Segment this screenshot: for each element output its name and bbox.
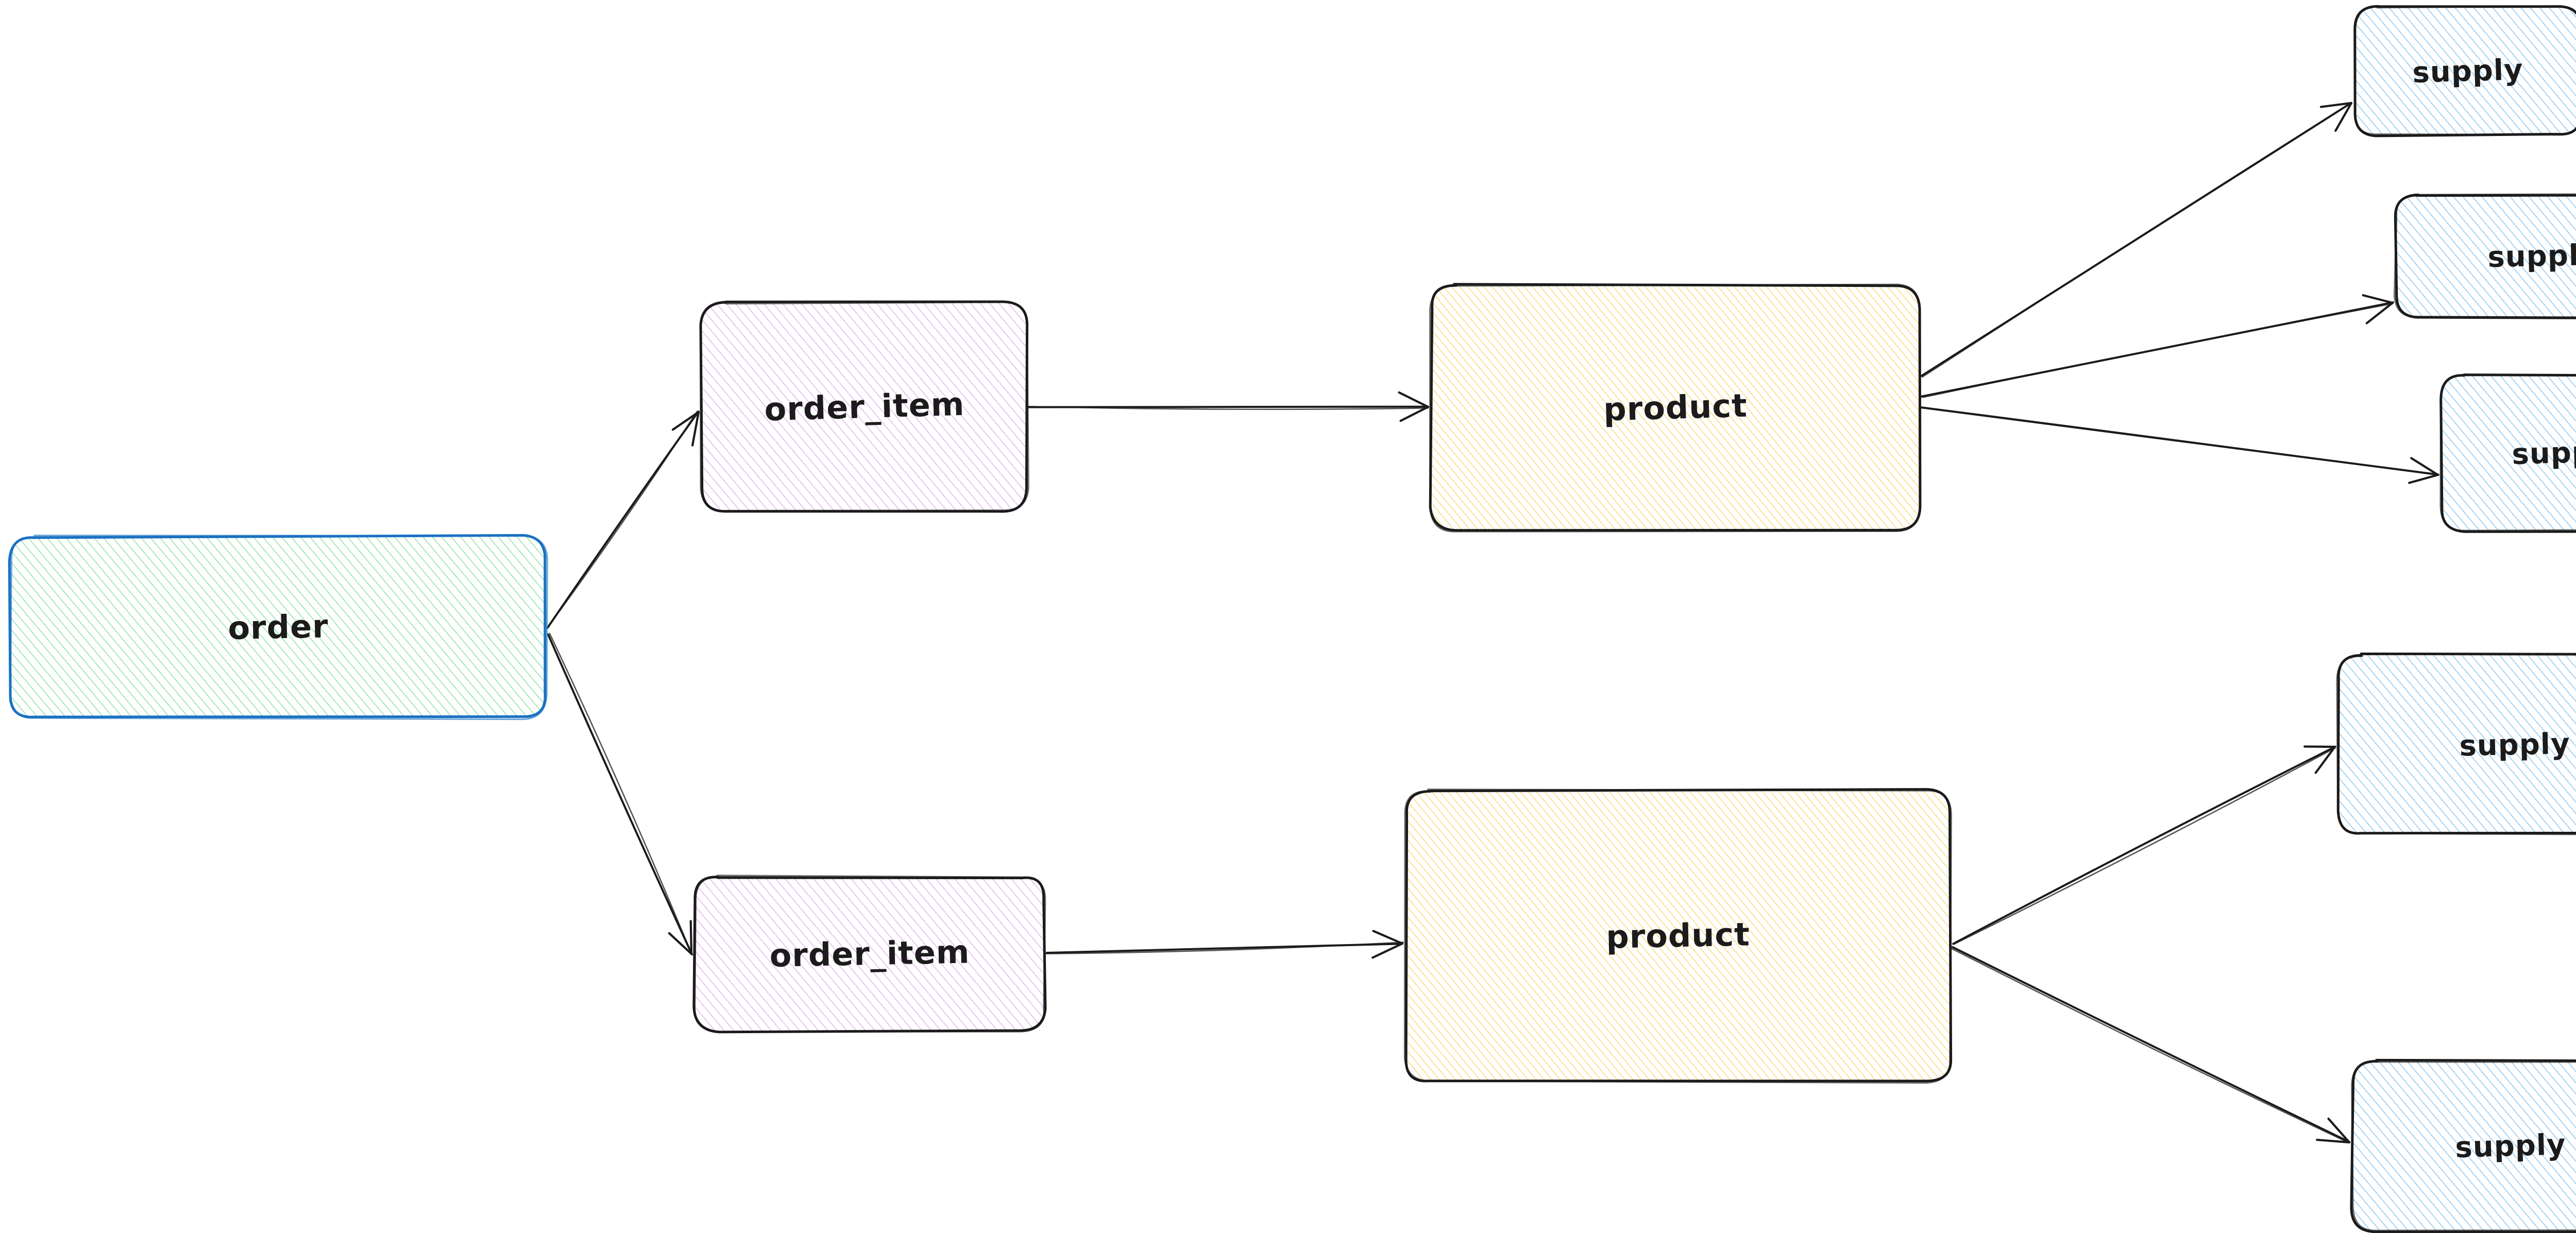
edge-line [1921,102,2351,378]
edge-line [1045,941,1404,954]
arrowhead-stroke [1399,405,1430,422]
edge-line [546,410,698,629]
edge-line [1952,745,2336,945]
node-label-order_item_top: order_item [764,385,965,429]
node-product_bottom[interactable]: product [1403,788,1953,1084]
arrowhead-stroke [2410,457,2439,476]
arrowhead-stroke [671,410,700,431]
node-fill [2441,374,2576,530]
arrowhead-stroke [1371,942,1404,959]
node-fill [10,536,547,718]
node-label-supply_5: supply [2455,1128,2567,1164]
node-label-supply_2: supply [2487,238,2576,274]
arrowhead-stroke [2319,101,2353,108]
edge-e7 [1920,406,2439,484]
arrowhead-stroke [2365,301,2394,324]
node-fill [1431,284,1921,532]
edge-e1 [546,410,700,629]
arrowhead-stroke [2362,294,2394,304]
node-supply_3[interactable]: supply [2439,373,2576,533]
arrowhead-stroke [2327,1117,2351,1144]
nodes-layer: orderorder_itemorder_itemproductproducts… [8,5,2576,1233]
node-border [1403,789,1952,1084]
edge-line [1951,948,2349,1143]
node-order_item_bottom[interactable]: order_item [692,875,1047,1034]
edge-e2 [547,632,693,956]
node-label-supply_1: supply [2412,53,2524,90]
edge-e8 [1952,745,2336,945]
edge-e9 [1951,946,2351,1144]
edge-line [1953,747,2336,945]
node-border [2439,374,2576,532]
arrowhead-stroke [2316,1138,2351,1144]
node-fill [1405,790,1951,1082]
node-product_top[interactable]: product [1429,283,1922,533]
edge-line [1028,406,1429,410]
edge-line [549,632,693,956]
node-supply_2[interactable]: supply [2393,193,2576,319]
arrowhead-stroke [668,932,693,955]
node-border [2354,5,2576,136]
arrowhead-stroke [1372,930,1404,945]
arrowhead-stroke [2334,101,2353,132]
node-label-order_item_bottom: order_item [769,933,970,974]
arrowhead-stroke [2314,745,2336,774]
node-label-order: order [228,607,329,647]
node-border [2336,653,2576,835]
node-label-supply_4: supply [2459,727,2570,763]
edges-layer [546,101,2439,1144]
node-fill [702,302,1028,511]
node-supply_1[interactable]: supply [2353,5,2576,138]
node-order_item_top[interactable]: order_item [699,300,1029,513]
node-fill [2354,6,2576,136]
node-border [700,301,1029,512]
edge-e6 [1920,294,2394,398]
edge-line [1951,946,2351,1143]
arrowhead-stroke [2408,473,2439,484]
edge-e3 [1027,391,1430,422]
node-label-supply_3: supply [2512,435,2576,471]
node-fill [2351,1060,2576,1232]
arrowhead-stroke [1398,391,1430,408]
node-fill [2395,194,2576,317]
node-supply_4[interactable]: supply [2336,652,2576,835]
edge-e4 [1045,930,1404,959]
node-label-product_bottom: product [1606,915,1751,955]
node-fill [693,877,1045,1032]
edge-e5 [1920,101,2353,378]
node-supply_5[interactable]: supply [2350,1058,2576,1233]
edge-line [1922,303,2394,398]
node-fill [2337,654,2576,834]
node-label-product_top: product [1603,387,1748,429]
node-border [2351,1059,2576,1231]
edge-line [1921,406,2439,476]
node-border [693,875,1046,1033]
node-border [9,535,548,721]
node-border [1429,283,1921,533]
node-border [2393,193,2576,318]
node-order[interactable]: order [8,534,548,721]
edge-line [547,633,693,956]
arrowhead-stroke [691,410,700,447]
